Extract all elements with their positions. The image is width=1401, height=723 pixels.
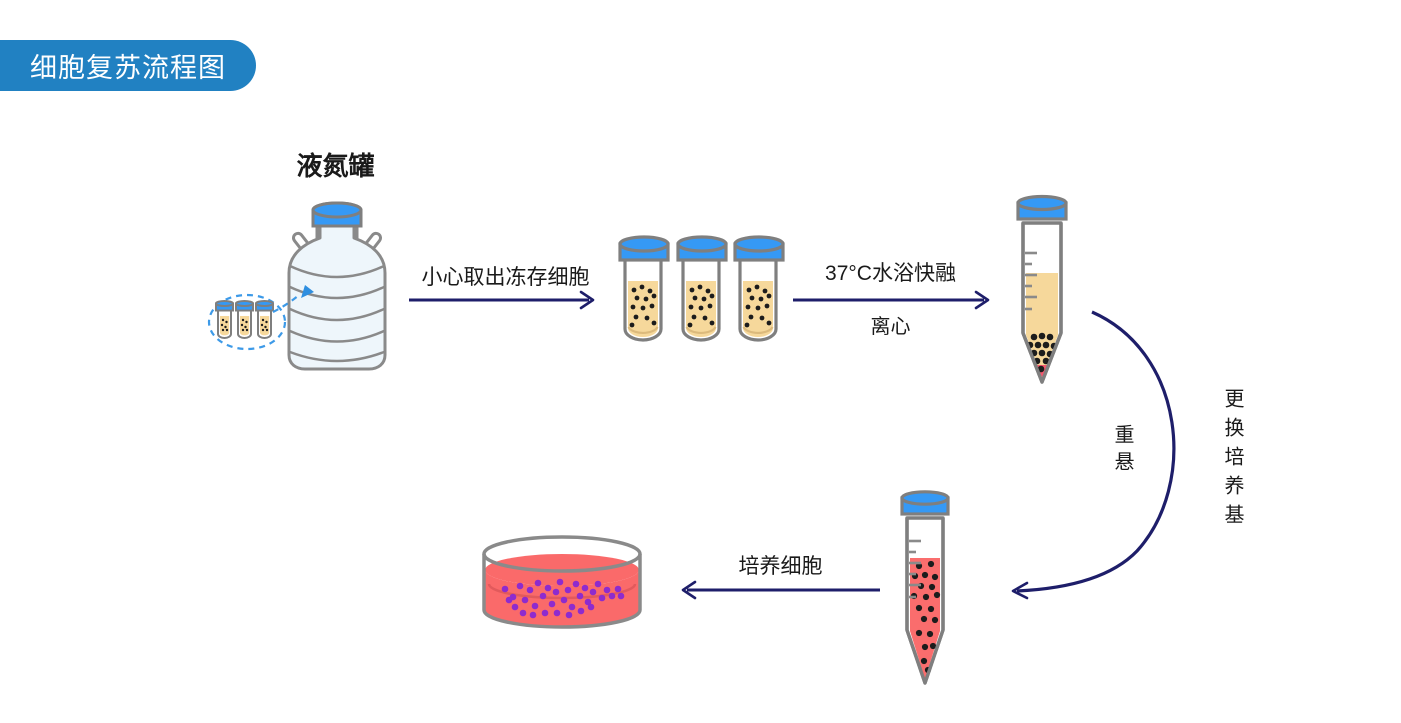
step2-label-bottom: 离心 xyxy=(870,316,911,338)
dashed-pointer-line xyxy=(272,294,300,313)
tank-bands xyxy=(289,264,385,363)
title-banner: 细胞复苏流程图 xyxy=(0,40,256,91)
arrow-step5-left-icon xyxy=(681,580,880,600)
arc-label-change-medium: 更换培养基 xyxy=(1221,388,1243,533)
cryovials-icon xyxy=(618,235,785,342)
tube-graduations xyxy=(909,539,921,599)
liquid-nitrogen-tank-icon xyxy=(287,201,387,371)
centrifuge-tube-resuspended-icon xyxy=(900,490,950,685)
cultured-cell-dots xyxy=(501,578,625,619)
cryovial-3 xyxy=(733,235,785,342)
arrow-step1-right-icon xyxy=(409,290,595,310)
arrow-step2-right-icon xyxy=(793,290,990,310)
pointer-triangle-icon xyxy=(301,285,314,298)
cryovial-2 xyxy=(676,235,728,342)
cryovial-storage-callout xyxy=(207,285,314,351)
step2-label-top: 37°C水浴快融 xyxy=(825,262,956,285)
dish-glass-outline xyxy=(482,535,642,629)
tube-graduations xyxy=(1025,251,1037,311)
arc-label-resuspend: 重悬 xyxy=(1111,424,1133,478)
centrifuge-tube-pellet-icon xyxy=(1016,194,1068,384)
step5-label: 培养细胞 xyxy=(738,555,823,578)
tank-cap xyxy=(311,201,363,228)
cryovial-1 xyxy=(618,235,670,342)
dashed-ellipse xyxy=(207,293,287,351)
page-title: 细胞复苏流程图 xyxy=(30,53,226,83)
petri-dish-icon xyxy=(482,535,642,629)
tube-cap xyxy=(1016,194,1068,221)
tube-cap xyxy=(900,490,950,516)
tank-body xyxy=(287,221,387,371)
arc-arrow-icon xyxy=(1011,310,1176,600)
step1-label: 小心取出冻存细胞 xyxy=(421,266,590,289)
stored-cryovials xyxy=(215,300,274,339)
tank-label: 液氮罐 xyxy=(296,151,375,181)
